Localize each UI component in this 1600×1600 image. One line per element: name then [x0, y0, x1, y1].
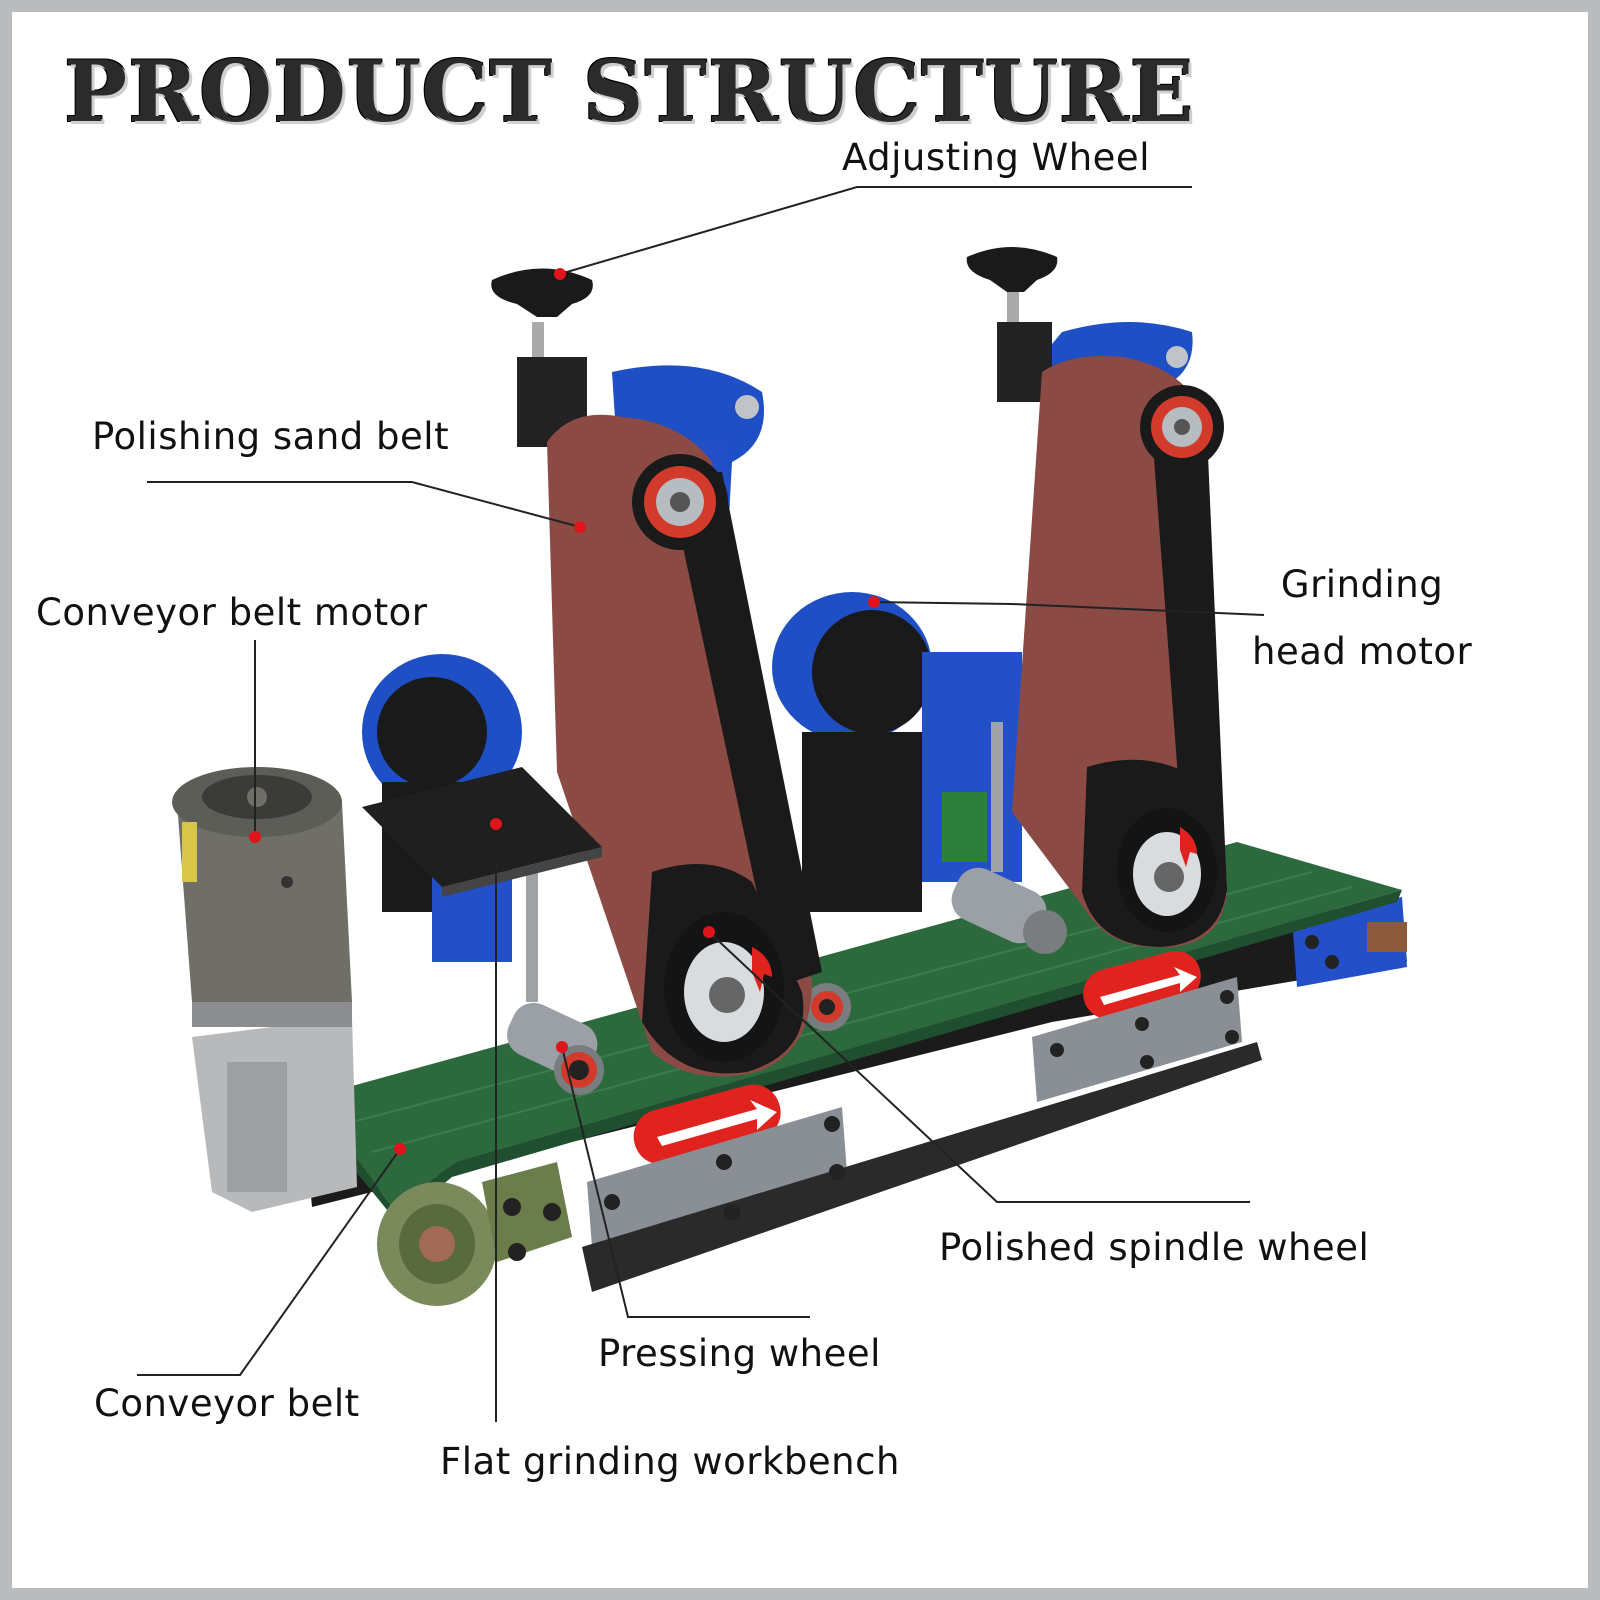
adjusting-wheel: [966, 247, 1058, 402]
leader-conveyor-belt: [137, 1148, 401, 1376]
leader-adjusting-wheel: [559, 186, 1192, 275]
mounting-plate: [582, 1042, 1262, 1292]
diagram-canvas: PRODUCT STRUCTURE: [12, 12, 1588, 1588]
conveyor-belt-motor: [172, 767, 357, 1212]
leader-grinding-head-motor: [873, 601, 1265, 616]
callout-dot: [703, 926, 715, 938]
label-grinding-head-motor: Grinding head motor: [1252, 552, 1472, 685]
label-pressing-wheel: Pressing wheel: [598, 1332, 881, 1375]
leader-lines: [137, 186, 1265, 1422]
conveyor-pulley: [377, 1162, 572, 1306]
label-conveyor-belt: Conveyor belt: [94, 1382, 360, 1425]
callout-dots: [249, 268, 880, 1155]
pressing-wheel: [507, 1002, 604, 1095]
label-polished-spindle-wheel: Polished spindle wheel: [939, 1226, 1370, 1269]
pressing-wheel: [951, 867, 1067, 954]
label-flat-grinding-workbench: Flat grinding workbench: [440, 1440, 900, 1483]
label-polishing-sand-belt: Polishing sand belt: [92, 415, 450, 458]
page-title: PRODUCT STRUCTURE: [64, 42, 1195, 141]
top-pulley: [632, 454, 728, 550]
leader-pressing-wheel: [561, 1046, 810, 1318]
grinding-head-motor: [772, 592, 1022, 912]
callout-dot: [574, 521, 586, 533]
polished-spindle-wheel: [1082, 759, 1227, 947]
label-grinding-line2: head motor: [1252, 629, 1473, 673]
pressing-wheel: [803, 983, 851, 1031]
callout-dot: [554, 268, 566, 280]
leader-polishing-sand-belt: [147, 481, 581, 528]
flat-grinding-workbench: [362, 767, 602, 897]
label-adjusting-wheel: Adjusting Wheel: [842, 136, 1150, 179]
label-grinding-line1: Grinding: [1280, 563, 1444, 606]
callout-dot: [249, 831, 261, 843]
polished-spindle-wheel: [642, 864, 804, 1074]
mounting-plate: [1032, 977, 1242, 1102]
callout-dot: [490, 818, 502, 830]
callout-dot: [556, 1041, 568, 1053]
top-pulley: [1140, 385, 1224, 469]
machine-illustration: [137, 186, 1407, 1422]
direction-arrow-badge: [633, 1084, 781, 1165]
spring-rod: [526, 722, 1003, 1002]
leader-polished-spindle-wheel: [708, 931, 1250, 1203]
label-conveyor-belt-motor: Conveyor belt motor: [36, 591, 428, 634]
callout-dot: [394, 1143, 406, 1155]
callout-dot: [868, 596, 880, 608]
